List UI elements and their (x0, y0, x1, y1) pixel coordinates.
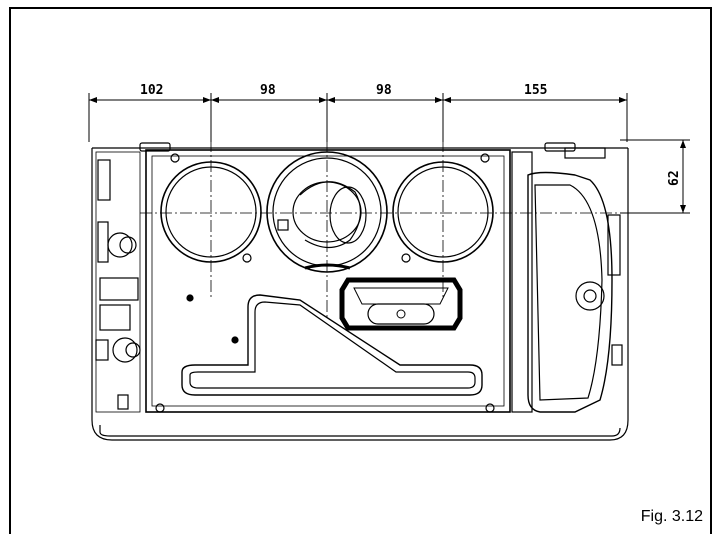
figure-frame (9, 7, 712, 534)
dimension-label-155: 155 (524, 83, 547, 98)
figure-caption: Fig. 3.12 (640, 508, 703, 525)
dimension-label-98-right: 98 (376, 83, 392, 98)
dimension-lines (88, 93, 690, 214)
highlighted-outlet (339, 277, 463, 331)
dimension-label-62: 62 (667, 170, 682, 186)
center-lines (140, 100, 630, 320)
dimension-label-98-left: 98 (260, 83, 276, 98)
dimension-label-102: 102 (140, 83, 163, 98)
boiler-body (91, 142, 629, 441)
